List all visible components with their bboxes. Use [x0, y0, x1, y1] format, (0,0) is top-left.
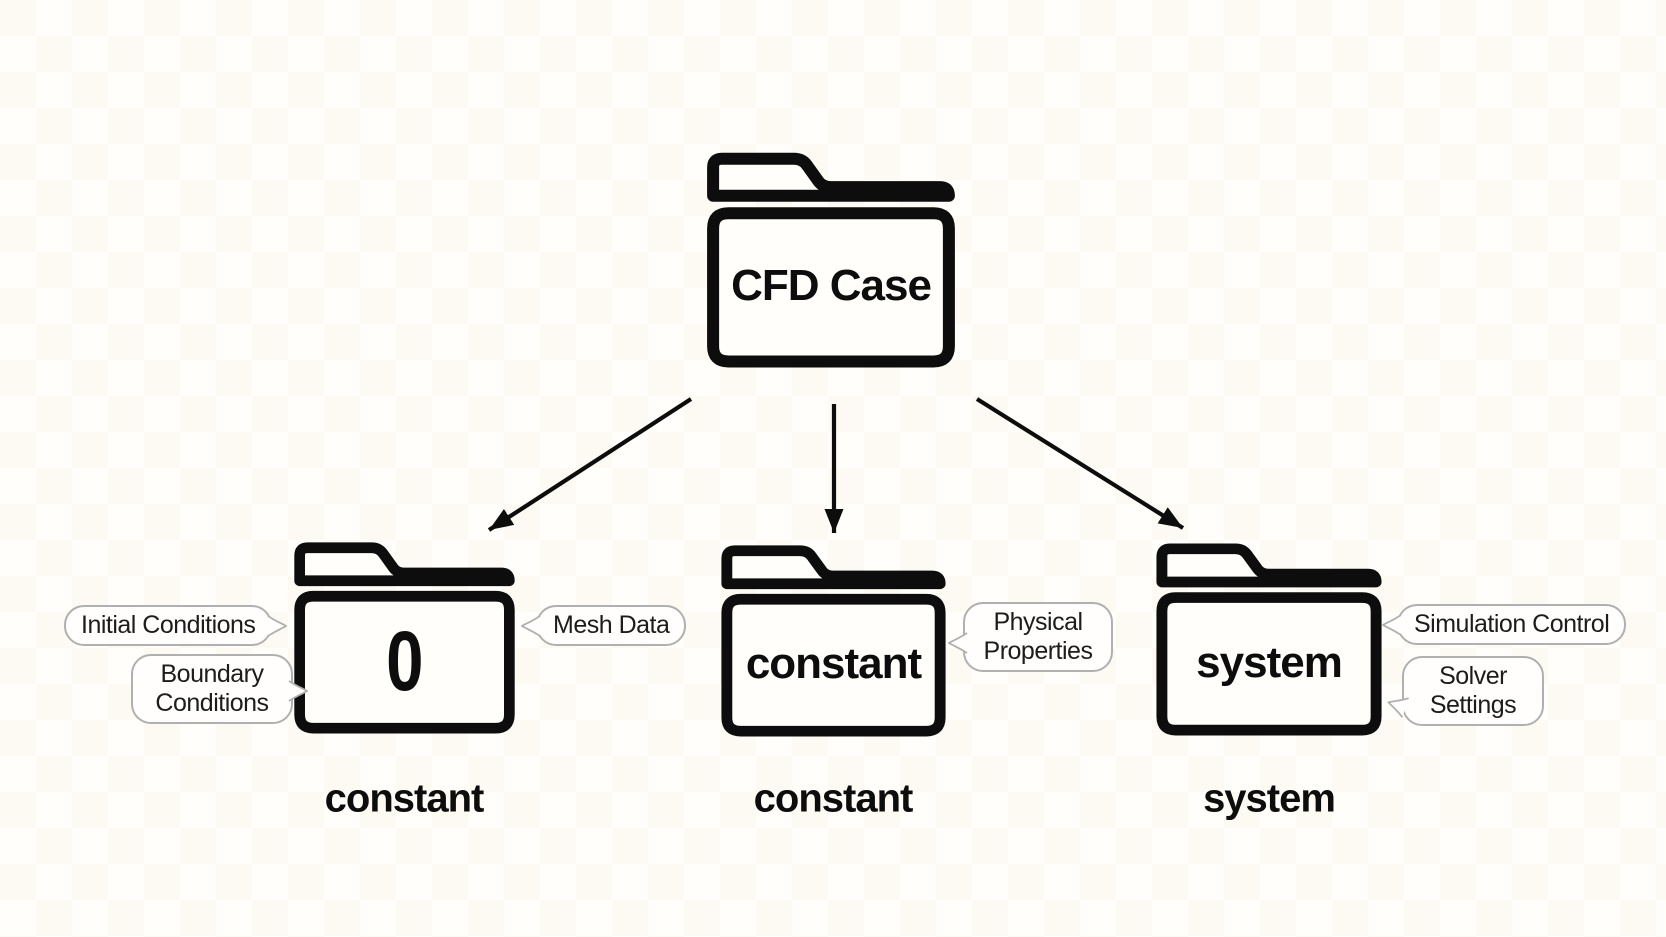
callout-text: Simulation Control [1414, 610, 1610, 638]
callout-boundary-conditions: Boundary Conditions [131, 654, 308, 724]
folder-constant: constant [715, 543, 952, 737]
callout-mesh-data: Mesh Data [521, 605, 687, 646]
callout-initial-conditions: Initial Conditions [64, 605, 288, 646]
callout-text: Physical Properties [983, 608, 1093, 665]
arrow-to-system-icon [975, 397, 1185, 530]
root-folder: CFD Case [700, 150, 962, 368]
folder-zero-label: 0 [385, 613, 424, 708]
folder-icon [294, 542, 515, 734]
bubble-tail-icon [288, 680, 308, 702]
bubble-tail-icon [267, 615, 288, 637]
folder-icon [721, 545, 946, 737]
caption-folder-constant: constant [753, 776, 914, 821]
callout-text: Initial Conditions [81, 611, 256, 639]
bubble-tail-icon [521, 615, 541, 637]
folder-system: system [1150, 541, 1388, 736]
root-folder-label: CFD Case [731, 261, 932, 311]
callout-physical-properties: Physical Properties [948, 602, 1113, 672]
callout-text: Mesh Data [553, 611, 670, 639]
bubble-tail-icon [1386, 697, 1409, 718]
folder-system-label: system [1196, 637, 1343, 687]
callout-text: Boundary Conditions [155, 660, 269, 717]
callout-solver-settings: Solver Settings [1386, 656, 1544, 726]
folder-zero: 0 [288, 540, 521, 734]
callout-text: Solver Settings [1429, 662, 1517, 719]
caption-folder-zero: constant [324, 776, 485, 821]
bubble-tail-icon [948, 632, 968, 654]
arrow-to-zero-icon [487, 397, 693, 532]
callout-simulation-control: Simulation Control [1382, 604, 1627, 645]
bubble-tail-icon [1382, 614, 1402, 636]
caption-folder-system: system [1203, 776, 1336, 821]
folder-icon [707, 152, 955, 368]
folder-icon [1156, 543, 1382, 736]
folder-constant-label: constant [745, 639, 922, 689]
